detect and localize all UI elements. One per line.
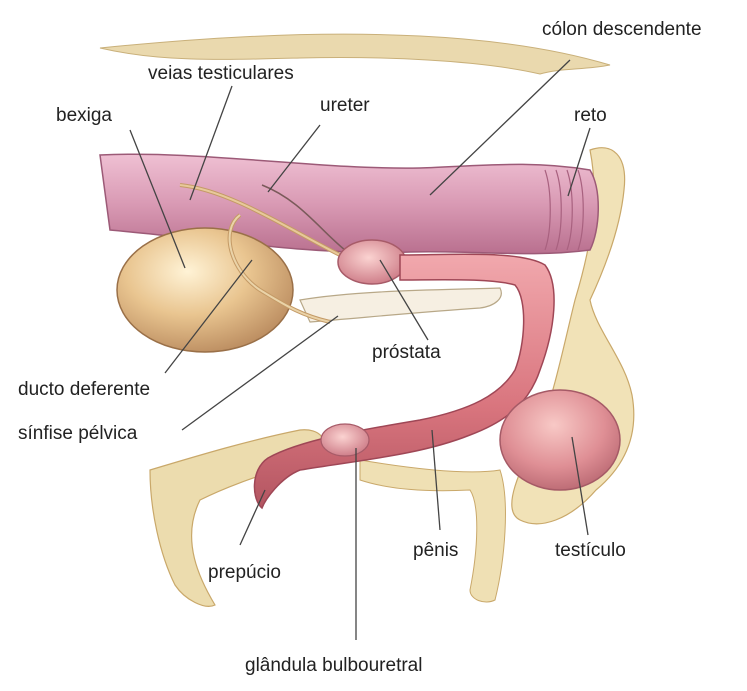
label-ducto-deferente: ducto deferente (18, 380, 150, 399)
label-reto: reto (574, 106, 607, 125)
prostate-shape (338, 240, 406, 284)
leader-prepucio (240, 490, 265, 545)
label-colon-descendente: cólon descendente (542, 20, 702, 39)
label-penis: pênis (413, 541, 458, 560)
label-testiculo: testículo (555, 541, 626, 560)
label-prepucio: prepúcio (208, 563, 281, 582)
bulbourethral-gland-shape (321, 424, 369, 456)
label-veias-testiculares: veias testiculares (148, 64, 294, 83)
label-glandula-bulbouretral: glândula bulbouretral (245, 656, 422, 675)
label-sinfise-pelvica: sínfise pélvica (18, 424, 137, 443)
label-prostata: próstata (372, 343, 441, 362)
testis-shape (500, 390, 620, 490)
pelvic-symphysis-shape (300, 288, 501, 322)
label-bexiga: bexiga (56, 106, 112, 125)
label-ureter: ureter (320, 96, 370, 115)
bladder-shape (117, 228, 293, 352)
